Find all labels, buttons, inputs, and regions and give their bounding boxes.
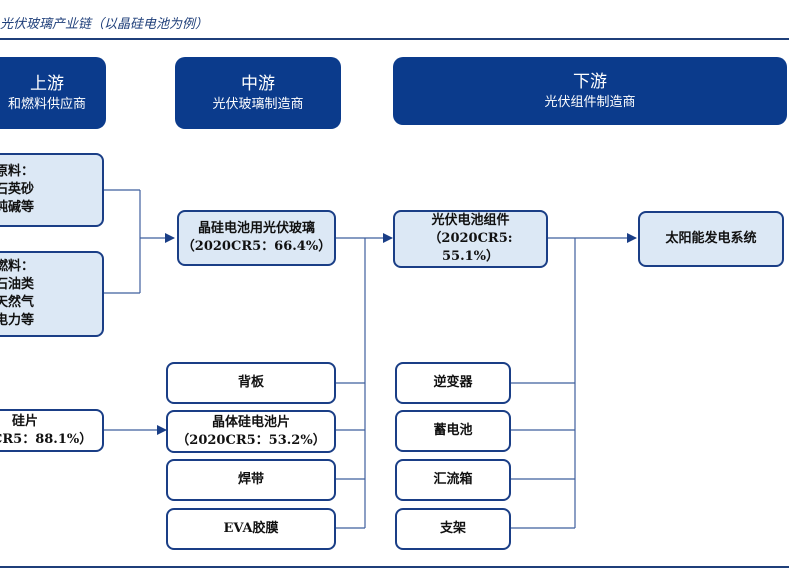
header-upstream: 上游 和燃料供应商: [0, 57, 106, 129]
node-inverter: 逆变器: [395, 362, 511, 404]
node-bracket: 支架: [395, 508, 511, 550]
node-eva: EVA胶膜: [166, 508, 336, 550]
header-upstream-subtitle: 和燃料供应商: [7, 96, 86, 112]
node-raw-materials: 原料： 石英砂 纯碱等: [0, 153, 104, 227]
header-downstream: 下游 光伏组件制造商: [393, 57, 787, 125]
raw-materials-line-3: 纯碱等: [0, 200, 35, 215]
node-battery: 蓄电池: [395, 410, 511, 452]
figure-caption: 光伏玻璃产业链（以晶硅电池为例）: [0, 17, 209, 32]
node-silicon-wafer: 硅片 CR5：88.1%）: [0, 409, 104, 452]
silicon-wafer-line-1: 硅片: [12, 413, 39, 429]
ribbon-label: 焊带: [237, 472, 264, 487]
silicon-wafer-line-2: CR5：88.1%）: [0, 431, 93, 447]
node-backsheet: 背板: [166, 362, 336, 404]
bottom-rule: [0, 566, 789, 568]
pv-glass-line-1: 晶硅电池用光伏玻璃: [197, 221, 315, 236]
raw-materials-line-1: 原料：: [0, 164, 35, 179]
solar-system-label: 太阳能发电系统: [665, 231, 757, 246]
header-downstream-title: 下游: [573, 71, 607, 92]
raw-materials-line-2: 石英砂: [0, 182, 35, 197]
fuels-line-3: 天然气: [0, 295, 35, 310]
combiner-label: 汇流箱: [433, 472, 473, 487]
module-line-1: 光伏电池组件: [431, 213, 510, 228]
node-ribbon: 焊带: [166, 459, 336, 501]
module-line-2: （2020CR5:: [428, 231, 513, 246]
header-downstream-subtitle: 光伏组件制造商: [544, 94, 636, 110]
module-line-3: 55.1%）: [441, 249, 499, 264]
battery-label: 蓄电池: [433, 423, 473, 438]
pv-glass-line-2: （2020CR5：66.4%）: [181, 239, 332, 254]
node-pv-glass: 晶硅电池用光伏玻璃 （2020CR5：66.4%）: [177, 210, 336, 266]
node-combiner: 汇流箱: [395, 459, 511, 501]
fuels-line-1: 燃料：: [0, 259, 35, 274]
cell-line-2: （2020CR5：53.2%）: [176, 432, 326, 448]
fuels-line-2: 石油类: [0, 277, 35, 292]
inverter-label: 逆变器: [433, 375, 473, 390]
top-rule: [0, 38, 789, 40]
node-cell: 晶体硅电池片 （2020CR5：53.2%）: [166, 410, 336, 453]
header-midstream: 中游 光伏玻璃制造商: [175, 57, 341, 129]
bracket-label: 支架: [439, 521, 466, 536]
header-midstream-subtitle: 光伏玻璃制造商: [212, 96, 304, 112]
node-module: 光伏电池组件 （2020CR5: 55.1%）: [393, 210, 548, 268]
backsheet-label: 背板: [237, 375, 264, 390]
header-upstream-title: 上游: [30, 73, 64, 94]
fuels-line-4: 电力等: [0, 313, 35, 328]
node-solar-system: 太阳能发电系统: [638, 211, 784, 267]
node-fuels: 燃料： 石油类 天然气 电力等: [0, 251, 104, 337]
eva-label: EVA胶膜: [223, 521, 279, 536]
cell-line-1: 晶体硅电池片: [211, 414, 290, 430]
header-midstream-title: 中游: [241, 73, 275, 94]
